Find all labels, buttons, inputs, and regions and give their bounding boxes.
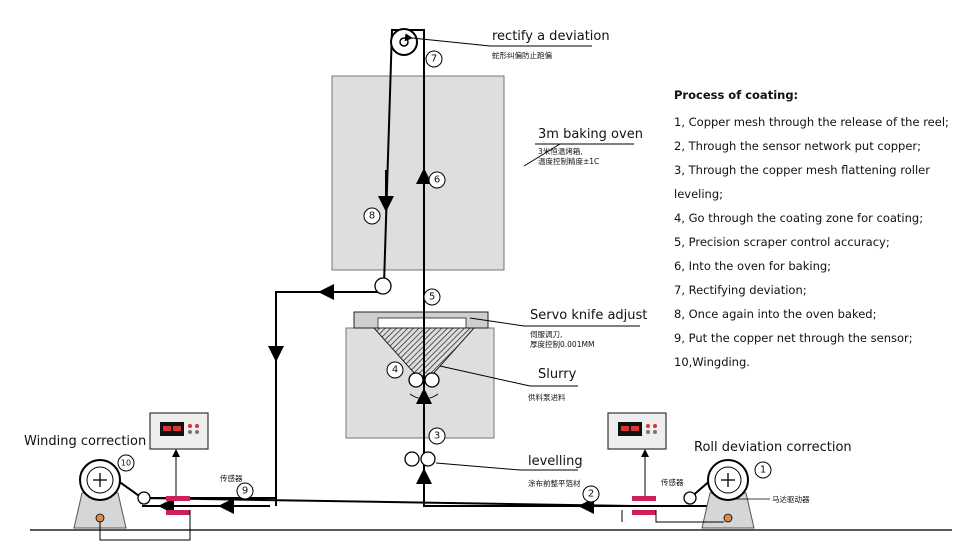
step-marker-6: 6 — [428, 171, 446, 189]
step-marker-9: 9 — [236, 482, 254, 500]
process-step-9: 9, Put the copper net through the sensor… — [674, 331, 913, 345]
baking-oven — [331, 75, 505, 271]
coating-roller — [424, 372, 440, 388]
svg-text:5: 5 — [429, 292, 435, 303]
process-step-8: 8, Once again into the oven baked; — [674, 307, 877, 321]
process-step-10: 10,Wingding. — [674, 355, 750, 369]
process-step-7: 7, Rectifying deviation; — [674, 283, 807, 297]
label-rectify-cn: 蛇形纠偏防止跑偏 — [492, 50, 552, 60]
label-levelling-cn: 涂布前整平箔材 — [528, 478, 581, 488]
controller-left — [149, 412, 209, 450]
svg-text:1: 1 — [760, 465, 766, 476]
idler-roller — [683, 491, 697, 505]
coating-roller — [408, 372, 424, 388]
process-step-4: 4, Go through the coating zone for coati… — [674, 211, 924, 225]
label-oven-cn-2: 温度控制精度±1C — [538, 156, 599, 166]
step-marker-8: 8 — [363, 207, 381, 225]
step-marker-5: 5 — [423, 288, 441, 306]
label-servo-cn-2: 厚度控制0.001MM — [530, 339, 594, 349]
process-step-6: 6, Into the oven for baking; — [674, 259, 832, 273]
svg-text:9: 9 — [242, 486, 248, 497]
label-oven-cn-1: 3米恒温烤箱, — [538, 146, 583, 156]
process-step-1: 1, Copper mesh through the release of th… — [674, 115, 949, 129]
svg-text:7: 7 — [431, 54, 437, 65]
svg-text:8: 8 — [369, 211, 375, 222]
process-panel: Process of coating: 1, Copper mesh throu… — [674, 88, 958, 374]
label-levelling: levelling — [528, 454, 583, 469]
svg-text:3: 3 — [434, 431, 440, 442]
idler-roller — [374, 277, 392, 295]
label-roll: Roll deviation correction — [694, 440, 852, 455]
controller-right — [607, 412, 667, 450]
step-marker-1: 1 — [754, 461, 772, 479]
sensor-left-bottom — [166, 510, 190, 515]
label-oven: 3m baking oven — [538, 127, 643, 142]
label-servo: Servo knife adjust — [530, 308, 647, 323]
process-step-3: 3, Through the copper mesh flattening ro… — [674, 163, 930, 201]
servo-knife-inner — [377, 317, 467, 329]
label-slurry: Slurry — [538, 367, 577, 382]
label-winding: Winding correction — [24, 434, 146, 449]
label-rectify: rectify a deviation — [492, 29, 610, 44]
step-marker-2: 2 — [582, 485, 600, 503]
process-step-2: 2, Through the sensor network put copper… — [674, 139, 922, 153]
process-step-5: 5, Precision scraper control accuracy; — [674, 235, 890, 249]
levelling-roller — [420, 451, 436, 467]
svg-text:4: 4 — [392, 365, 398, 376]
sensor-right-bottom — [632, 510, 656, 515]
svg-text:2: 2 — [588, 489, 594, 500]
svg-text:6: 6 — [434, 175, 440, 186]
label-sensor-right: 传感器 — [661, 477, 684, 487]
step-marker-7: 7 — [425, 50, 443, 68]
step-marker-3: 3 — [428, 427, 446, 445]
label-sensor-left: 传感器 — [220, 473, 243, 483]
sensor-right-top — [632, 496, 656, 501]
sensor-left-top — [166, 496, 190, 501]
step-marker-10: 10 — [117, 454, 135, 472]
idler-roller — [137, 491, 151, 505]
svg-text:10: 10 — [121, 459, 131, 468]
label-motor: 马达驱动器 — [772, 494, 810, 504]
step-marker-4: 4 — [386, 361, 404, 379]
levelling-roller — [404, 451, 420, 467]
process-title: Process of coating: — [674, 88, 799, 102]
label-slurry-cn: 供料泵进料 — [528, 392, 566, 402]
label-servo-cn-1: 伺服调刀, — [530, 329, 562, 339]
